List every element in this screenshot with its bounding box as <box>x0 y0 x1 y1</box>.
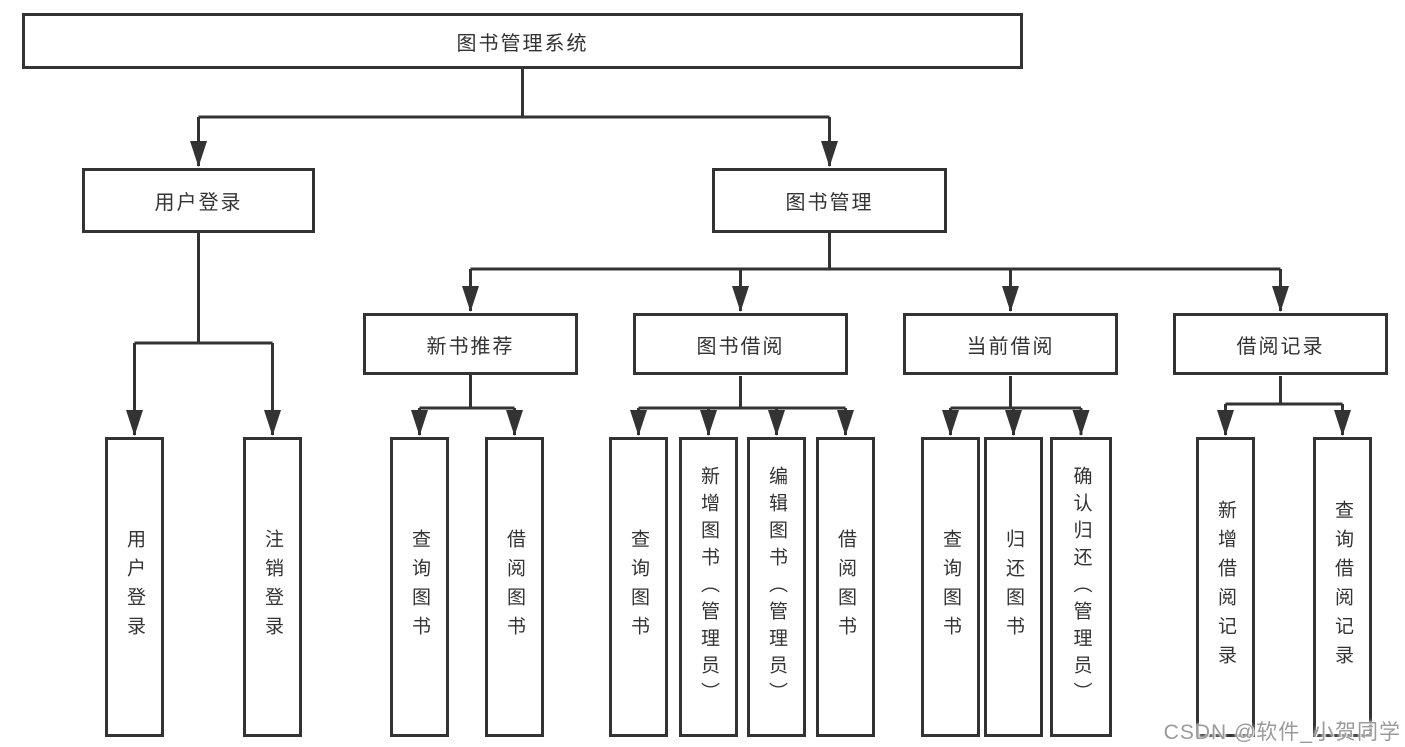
arrowhead-icon <box>700 410 717 436</box>
node-label: 归还图书 <box>1003 529 1024 645</box>
leaf-query-books: 查询图书 <box>609 437 668 737</box>
arrowhead-icon <box>732 286 749 312</box>
arrowhead-icon <box>264 410 281 436</box>
node-new-book-recommendation: 新书推荐 <box>363 313 578 375</box>
leaf-query-books: 查询图书 <box>390 437 449 737</box>
connector-new-book-children <box>418 375 516 435</box>
node-label: 查询图书 <box>409 529 430 645</box>
node-label: 借阅记录 <box>1236 335 1325 358</box>
node-label: 用户登录 <box>154 192 243 214</box>
csdn-watermark: CSDN @软件_小贺同学 <box>1163 721 1401 744</box>
leaf-query-books: 查询图书 <box>921 437 980 737</box>
node-label: 编辑图书（管理员） <box>766 465 787 709</box>
leaf-add-borrow-record: 新增借阅记录 <box>1196 437 1255 737</box>
arrowhead-icon <box>506 410 523 436</box>
arrowhead-icon <box>837 410 854 436</box>
node-label: 查询借阅记录 <box>1332 500 1353 674</box>
arrowhead-icon <box>462 286 479 312</box>
node-label: 新书推荐 <box>426 335 515 358</box>
arrowhead-icon <box>1072 410 1090 436</box>
arrowhead-icon <box>1002 286 1019 312</box>
connector-user-login-children <box>133 233 274 435</box>
leaf-logout: 注销登录 <box>243 437 302 737</box>
node-label: 新增借阅记录 <box>1215 500 1236 674</box>
connector-root-to-level2 <box>197 69 831 166</box>
leaf-return-book: 归还图书 <box>984 437 1043 737</box>
node-label: 图书管理 <box>785 192 874 214</box>
leaf-borrow-books: 借阅图书 <box>816 437 875 737</box>
arrowhead-icon <box>411 410 428 436</box>
node-label: 新增图书（管理员） <box>698 465 719 709</box>
arrowhead-icon <box>821 141 838 167</box>
node-label: 确认归还（管理员） <box>1070 465 1092 709</box>
arrowhead-icon <box>630 410 647 436</box>
node-book-management: 图书管理 <box>712 168 947 233</box>
arrowhead-icon <box>942 410 959 436</box>
connector-current-borrowing-children <box>949 376 1083 435</box>
arrowhead-icon <box>1334 410 1351 436</box>
node-current-borrowing: 当前借阅 <box>903 313 1118 375</box>
node-user-login: 用户登录 <box>82 168 315 233</box>
leaf-user-login: 用户登录 <box>105 437 164 737</box>
arrowhead-icon <box>768 410 785 436</box>
arrowhead-icon <box>190 141 207 167</box>
connector-borrowing-records-children <box>1224 376 1344 435</box>
node-label: 借阅图书 <box>504 529 525 645</box>
node-label: 查询图书 <box>940 529 961 645</box>
connector-book-management-children <box>469 233 1282 311</box>
connector-book-borrowing-children <box>637 376 847 435</box>
node-borrowing-records: 借阅记录 <box>1173 313 1388 375</box>
arrowhead-icon <box>1005 410 1022 436</box>
node-library-management-system: 图书管理系统 <box>22 13 1023 69</box>
node-label: 当前借阅 <box>966 335 1055 358</box>
leaf-borrow-books: 借阅图书 <box>485 437 544 737</box>
arrowhead-icon <box>126 410 143 436</box>
node-label: 注销登录 <box>262 529 283 645</box>
node-label: 用户登录 <box>124 529 145 645</box>
leaf-query-borrow-record: 查询借阅记录 <box>1313 437 1372 737</box>
node-label: 图书借阅 <box>696 335 785 358</box>
leaf-add-book-admin: 新增图书（管理员） <box>679 437 738 737</box>
node-book-borrowing: 图书借阅 <box>633 313 848 375</box>
node-label: 借阅图书 <box>835 529 856 645</box>
node-label: 图书管理系统 <box>456 32 589 55</box>
leaf-confirm-return-admin: 确认归还（管理员） <box>1050 437 1112 737</box>
arrowhead-icon <box>1217 410 1234 436</box>
leaf-edit-book-admin: 编辑图书（管理员） <box>747 437 806 737</box>
node-label: 查询图书 <box>628 529 649 645</box>
arrowhead-icon <box>1272 286 1289 312</box>
